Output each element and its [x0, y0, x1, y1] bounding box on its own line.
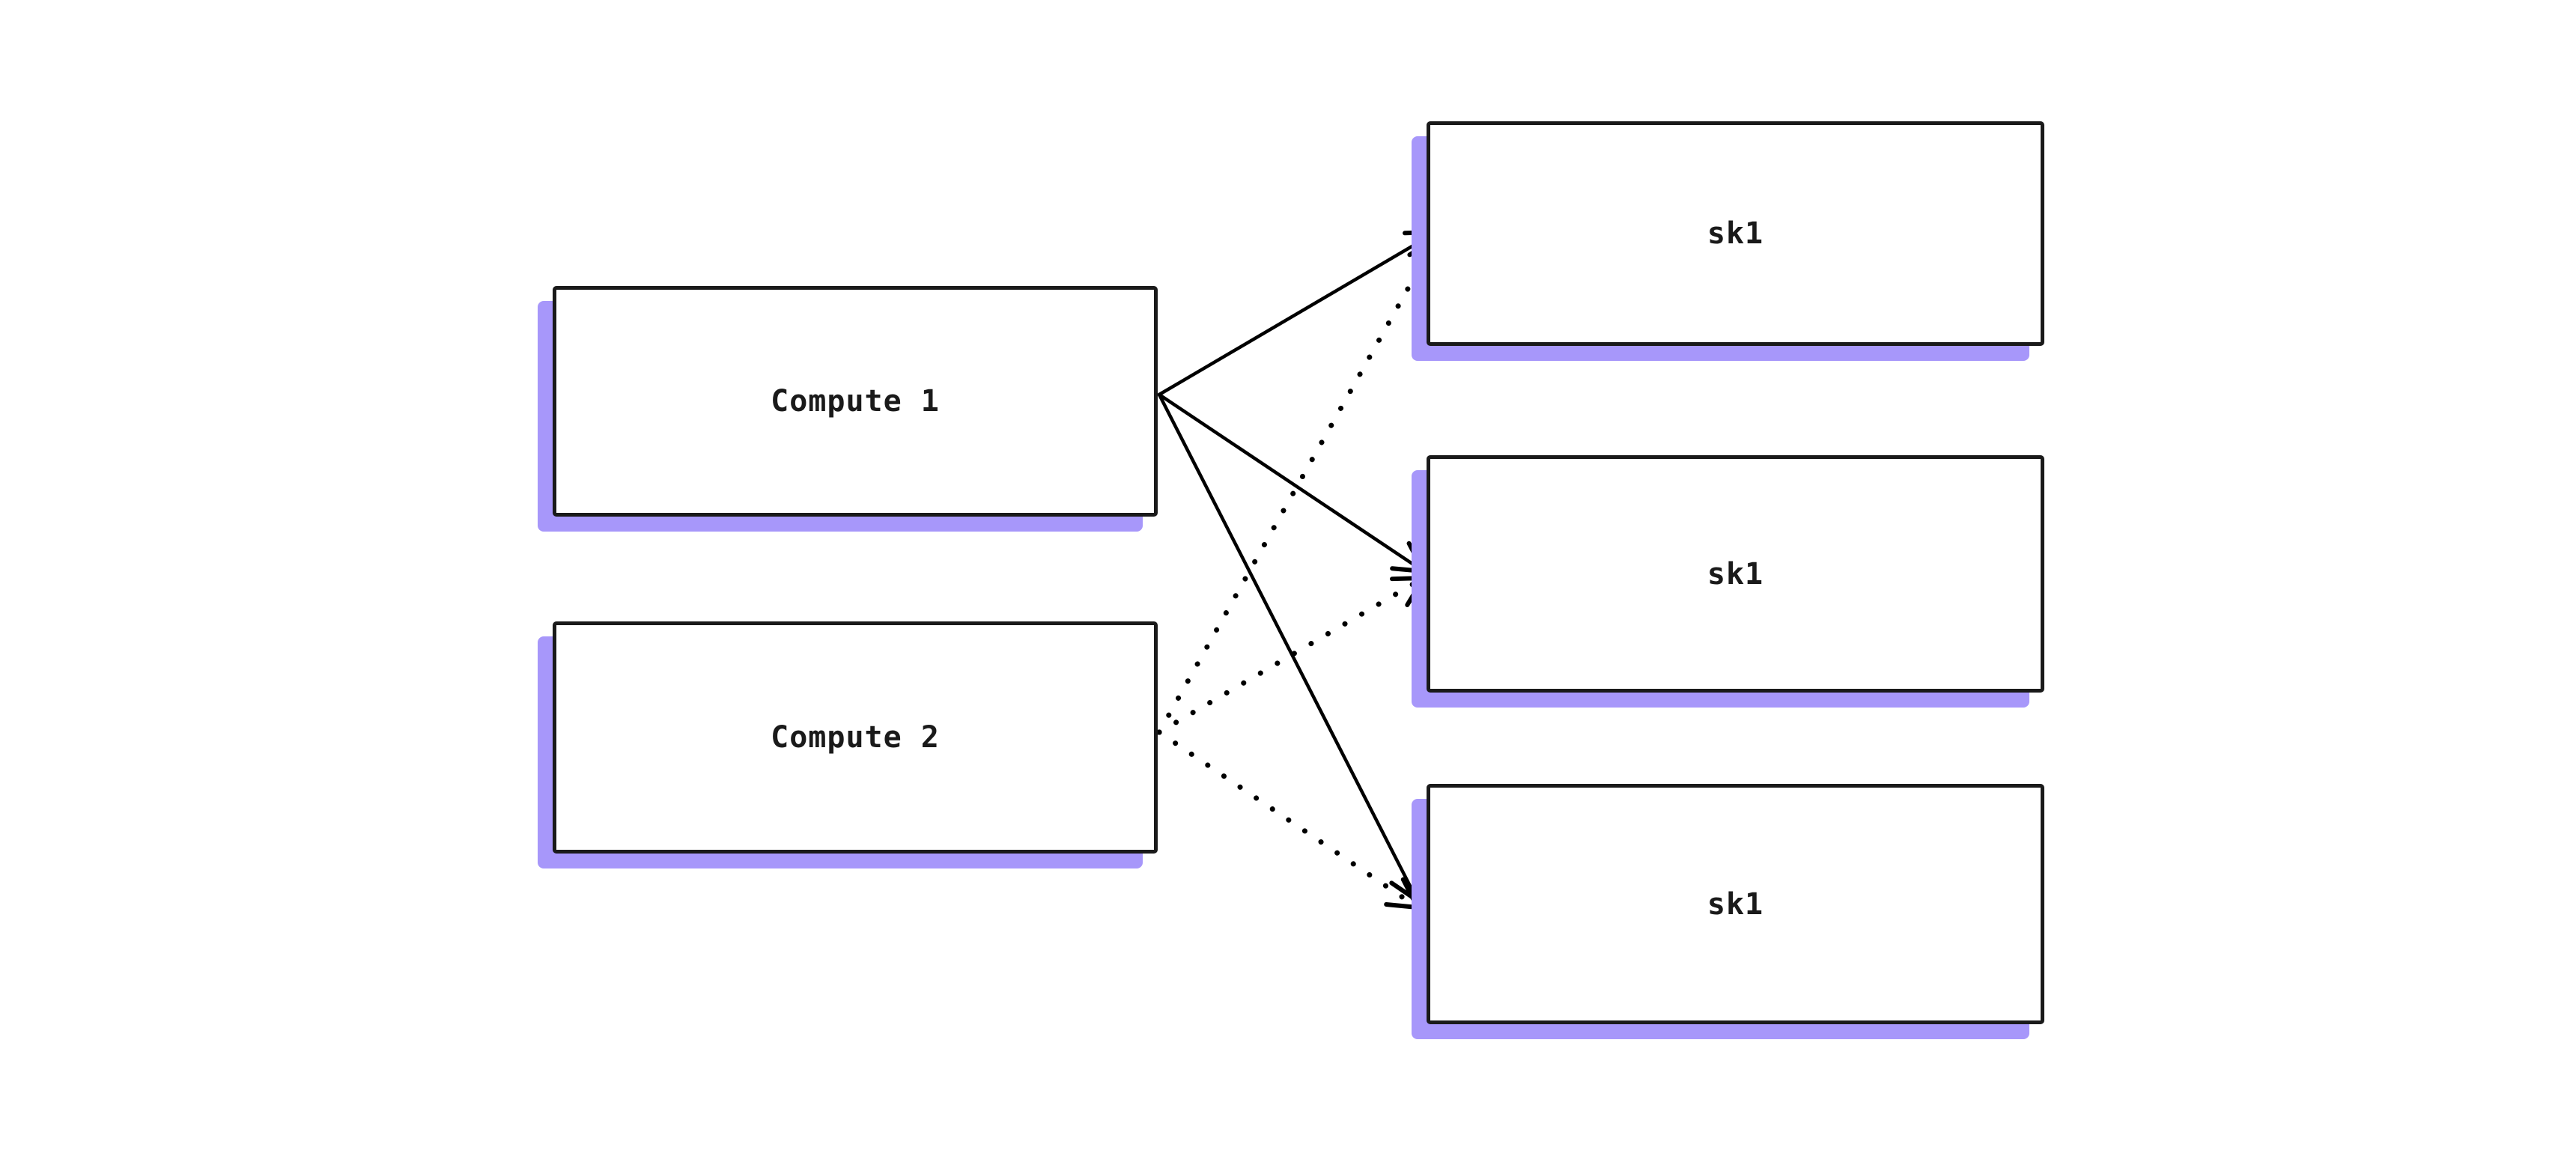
node-sk1-top[interactable]: sk1 [1412, 121, 2044, 361]
node-label: Compute 1 [771, 384, 940, 419]
node-box: Compute 1 [553, 286, 1158, 517]
edge-line [1157, 392, 1418, 898]
edge-compute-1-to-sk1-middle [1157, 392, 1426, 574]
edge-compute-1-to-sk1-bottom [1157, 392, 1421, 903]
edge-compute-1-to-sk1-top [1157, 230, 1439, 397]
node-label: sk1 [1707, 216, 1764, 251]
edge-compute-2-to-sk1-middle [1156, 576, 1426, 735]
node-box: Compute 2 [553, 621, 1158, 854]
node-label: sk1 [1707, 886, 1764, 922]
edge-line [1156, 729, 1417, 908]
node-label: sk1 [1707, 556, 1764, 591]
edge-compute-2-to-sk1-bottom [1156, 729, 1420, 910]
node-box: sk1 [1427, 121, 2044, 346]
edge-line [1156, 577, 1423, 735]
node-sk1-bottom[interactable]: sk1 [1412, 784, 2044, 1039]
node-label: Compute 2 [771, 720, 940, 755]
node-box: sk1 [1427, 455, 2044, 693]
node-compute-2[interactable]: Compute 2 [538, 621, 1158, 868]
node-sk1-middle[interactable]: sk1 [1412, 455, 2044, 708]
node-box: sk1 [1427, 784, 2044, 1024]
edge-line [1157, 232, 1435, 397]
node-compute-1[interactable]: Compute 1 [538, 286, 1158, 532]
edge-compute-2-to-sk1-top [1156, 236, 1439, 735]
edge-line [1156, 239, 1437, 735]
edge-line [1157, 392, 1422, 571]
